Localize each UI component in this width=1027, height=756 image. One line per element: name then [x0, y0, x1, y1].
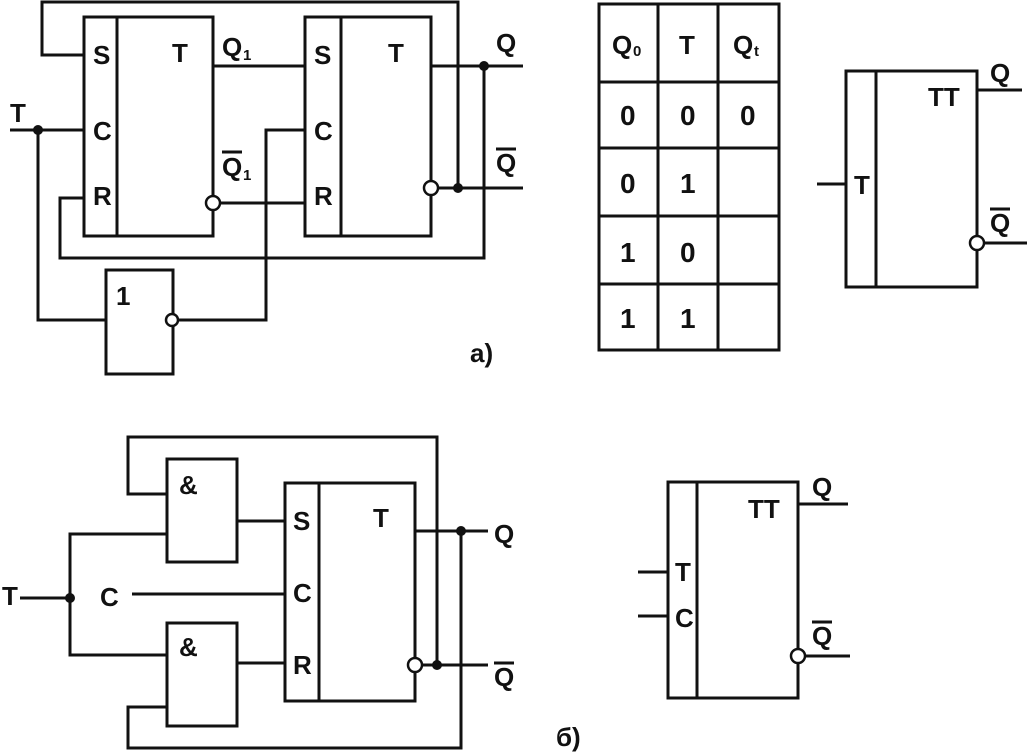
tt-a-q-label: Q: [990, 58, 1010, 88]
flip-flop-b: [283, 481, 417, 703]
ff2-t-label: T: [388, 38, 404, 68]
circuit-b: & & S C R T T C Q Q б): [2, 435, 581, 752]
table-cell: 1: [680, 303, 696, 334]
tt-b-q-label: Q: [812, 472, 832, 502]
ff2-q-bar-bubble: [422, 179, 440, 197]
ff1-q1-bar-bubble: [204, 194, 222, 212]
table-cell: 0: [740, 100, 756, 131]
output-q-bar-label-a: Q: [496, 148, 516, 178]
input-c-label-b: C: [100, 582, 119, 612]
tt-a-label: TT: [928, 82, 960, 112]
table-cell: 1: [620, 303, 636, 334]
q1-subscript: 1: [243, 47, 251, 64]
gate-1-label: 1: [116, 281, 130, 311]
table-header-t: T: [679, 30, 695, 60]
table-header-q0: Q: [612, 30, 632, 60]
table-cell: 0: [680, 100, 696, 131]
ffb-t-label: T: [373, 503, 389, 533]
ffb-s-label: S: [293, 506, 310, 536]
part-a-label: а): [470, 338, 493, 368]
table-cell: 1: [620, 237, 636, 268]
input-t-label-b: T: [2, 581, 18, 611]
ffb-q-bar-bubble: [406, 656, 424, 674]
table-cell: 0: [620, 100, 636, 131]
tt-b-q-bar-bubble: [789, 647, 807, 665]
flip-flop-1: [82, 15, 215, 238]
gate-1-inversion-bubble: [164, 312, 180, 328]
ff2-s-label: S: [314, 40, 331, 70]
table-header-q0-sub: 0: [633, 43, 641, 60]
ff2-c-label: C: [314, 116, 333, 146]
ff1-c-label: C: [93, 116, 112, 146]
flip-flop-2: [303, 15, 433, 238]
and-gate-bottom-label: &: [179, 632, 198, 662]
and-gate-top: [165, 457, 239, 564]
table-cell: 0: [620, 168, 636, 199]
tt-a-q-bar-bubble: [968, 234, 986, 252]
circuit-a: S C R T S C R T 1 T Q 1 Q 1: [10, 0, 523, 376]
tt-b-label: TT: [748, 494, 780, 524]
truth-table: Q 0 T Q t 0 0 0 0 1 1 0 1 1: [597, 2, 781, 352]
table-cell: 1: [680, 168, 696, 199]
output-q-label-a: Q: [496, 28, 516, 58]
ff1-r-label: R: [93, 181, 112, 211]
output-q-bar-label-b: Q: [494, 662, 514, 692]
tt-symbol-a: T TT Q Q: [817, 58, 1027, 289]
q1-bar-label: Q: [222, 152, 242, 182]
tt-b-t-label: T: [675, 557, 691, 587]
output-q-label-b: Q: [494, 519, 514, 549]
and-gate-bottom: [165, 621, 239, 728]
tt-a-t-label: T: [854, 170, 870, 200]
tt-b-q-bar-label: Q: [812, 621, 832, 651]
and-gate-top-label: &: [179, 470, 198, 500]
ffb-c-label: C: [293, 578, 312, 608]
tt-a-q-bar-label: Q: [990, 208, 1010, 238]
table-header-qt-sub: t: [754, 43, 759, 60]
ff1-s-label: S: [93, 40, 110, 70]
table-cell: 0: [680, 237, 696, 268]
tt-b-c-label: C: [675, 603, 694, 633]
ffb-r-label: R: [293, 650, 312, 680]
tt-symbol-b: T C TT Q Q: [638, 472, 850, 700]
q1-label: Q: [222, 32, 242, 62]
part-b-label: б): [556, 722, 581, 752]
ff2-r-label: R: [314, 181, 333, 211]
input-t-label-a: T: [10, 98, 26, 128]
q1-bar-subscript: 1: [243, 167, 251, 184]
ff1-t-label: T: [172, 38, 188, 68]
table-header-qt: Q: [733, 30, 753, 60]
